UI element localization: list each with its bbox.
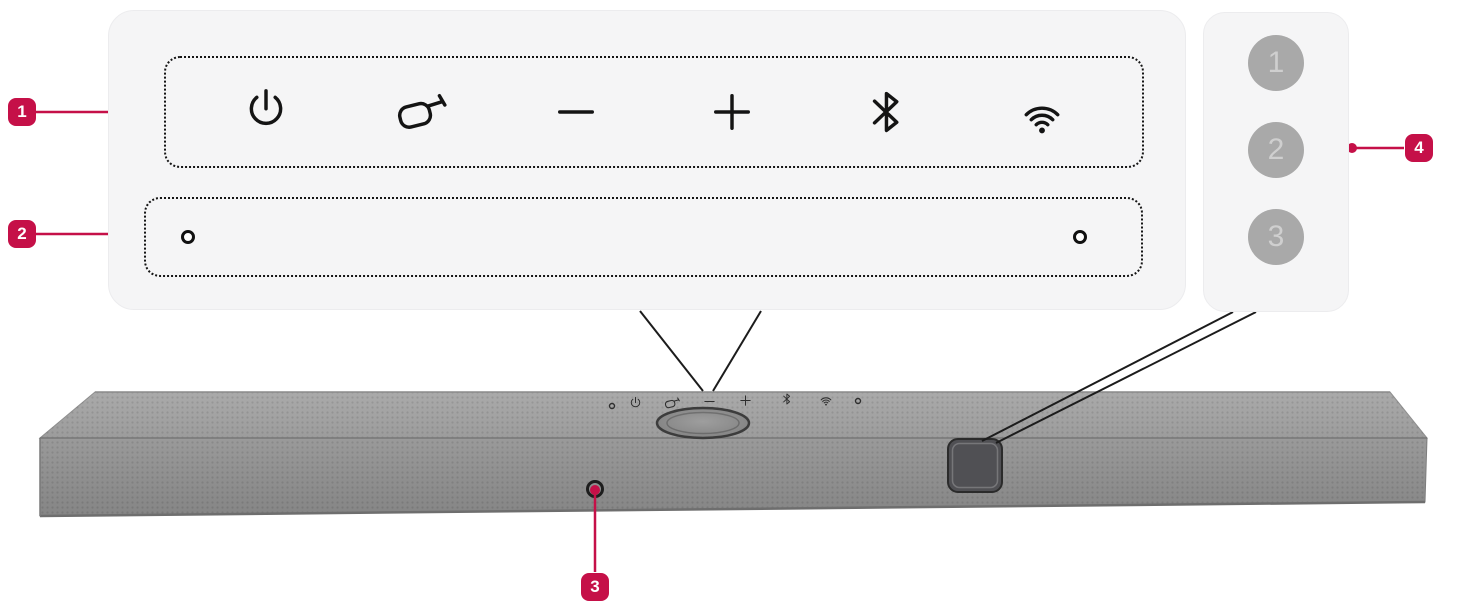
input-source-icon <box>395 86 447 138</box>
soundbar-body <box>38 391 1429 518</box>
display-window <box>947 438 1003 493</box>
preset-button-1: 1 <box>1248 35 1304 91</box>
wifi-icon <box>1016 86 1068 138</box>
power-icon <box>630 396 641 408</box>
device-top-controls <box>608 393 862 410</box>
top-panel-callout <box>108 10 1186 310</box>
center-knob <box>655 406 751 440</box>
mic-hole-icon <box>854 397 862 405</box>
input-source-icon <box>664 397 680 409</box>
callout-badge-4: 4 <box>1405 134 1433 162</box>
callout-pointer-lines <box>639 310 1257 444</box>
mic-area <box>144 197 1143 277</box>
preset-panel-callout: 1 2 3 <box>1203 12 1349 312</box>
soundbar-front-face <box>39 437 1428 517</box>
preset-button-2: 2 <box>1248 122 1304 178</box>
volume-up-icon <box>706 86 758 138</box>
preset-button-3: 3 <box>1248 209 1304 265</box>
mic-hole-icon <box>608 402 616 410</box>
callout-badge-3: 3 <box>581 573 609 601</box>
mic-hole <box>1073 230 1087 244</box>
soundbar-top-face <box>38 391 1429 439</box>
callout-badge-2: 2 <box>8 220 36 248</box>
volume-down-icon <box>550 86 602 138</box>
bluetooth-icon <box>783 393 791 405</box>
mic-hole <box>181 230 195 244</box>
power-icon <box>240 86 292 138</box>
front-indicator <box>586 480 604 498</box>
bluetooth-icon <box>861 86 913 138</box>
volume-up-icon <box>740 395 751 406</box>
callout-badge-1: 1 <box>8 98 36 126</box>
touch-controls-area <box>164 56 1144 168</box>
wifi-icon <box>820 397 832 407</box>
